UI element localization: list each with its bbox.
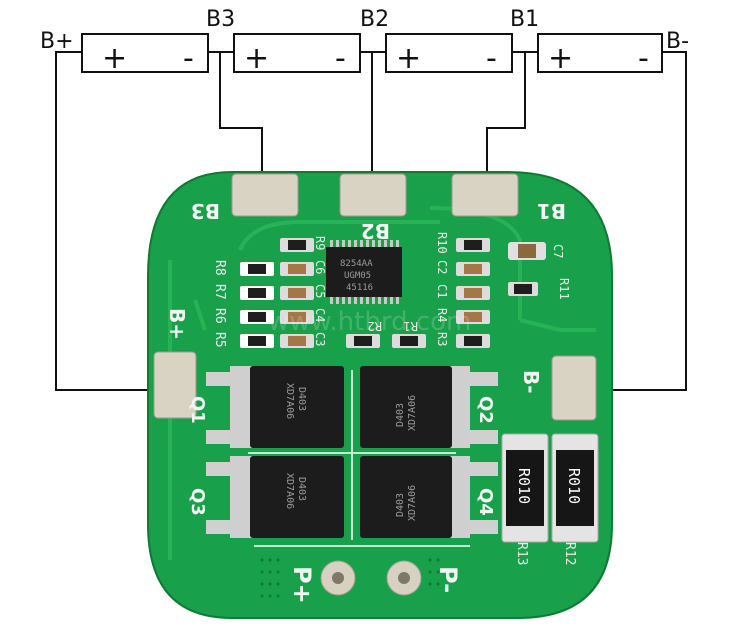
label-b-minus: B- bbox=[666, 29, 689, 54]
silk-r13: R13 bbox=[514, 542, 529, 565]
shunt-r13: R010 bbox=[501, 433, 549, 543]
pad-b2 bbox=[339, 173, 407, 217]
q2-marking-b: XD7A06 bbox=[407, 395, 418, 431]
silk-r2: R2 bbox=[368, 319, 382, 333]
wire-b1 bbox=[486, 52, 526, 182]
silk-q3: Q3 bbox=[187, 488, 208, 516]
cell-minus: - bbox=[638, 41, 649, 76]
pad-b-minus bbox=[551, 355, 597, 421]
silk-r6: R6 bbox=[212, 308, 227, 324]
q3-marking-a: D403 bbox=[296, 477, 307, 501]
q1-marking-a: D403 bbox=[296, 387, 307, 411]
cell-plus: + bbox=[548, 41, 573, 76]
q3-marking-b: XD7A06 bbox=[284, 473, 295, 509]
ic-marking-3: 45116 bbox=[346, 283, 373, 293]
silk-c7: C7 bbox=[551, 244, 565, 258]
ic-marking-2: UGM05 bbox=[344, 271, 371, 281]
cell-4: + - bbox=[537, 33, 663, 76]
q1-marking-b: XD7A06 bbox=[284, 383, 295, 419]
ic-marking-1: 8254AA bbox=[340, 259, 373, 269]
silk-q4: Q4 bbox=[475, 488, 496, 516]
pad-b-plus bbox=[153, 351, 197, 419]
cell-plus: + bbox=[102, 41, 127, 76]
wire-b-plus bbox=[55, 51, 160, 391]
protection-ic: 8254AA UGM05 45116 bbox=[326, 240, 402, 304]
silk-r11: R11 bbox=[557, 278, 571, 300]
silk-b1: B1 bbox=[537, 199, 566, 223]
cell-plus: + bbox=[244, 41, 269, 76]
silk-c6: C6 bbox=[313, 260, 327, 274]
silk-p-minus: P- bbox=[434, 566, 462, 593]
silk-r5: R5 bbox=[212, 332, 227, 348]
smd-array-right bbox=[346, 238, 546, 348]
label-b3: B3 bbox=[206, 7, 235, 32]
pad-b1 bbox=[451, 173, 519, 217]
label-b2: B2 bbox=[360, 7, 389, 32]
cell-1: + - bbox=[81, 33, 209, 76]
silk-b-plus: B+ bbox=[165, 308, 189, 340]
top-pads bbox=[231, 173, 519, 217]
cell-minus: - bbox=[335, 41, 346, 76]
cell-2: + - bbox=[233, 33, 361, 76]
label-b1: B1 bbox=[510, 7, 539, 32]
silk-r8: R8 bbox=[212, 260, 227, 276]
cell-plus: + bbox=[396, 41, 421, 76]
silk-c2: C2 bbox=[435, 260, 449, 274]
silk-c3: C3 bbox=[313, 332, 327, 346]
wire-b-minus bbox=[584, 51, 687, 391]
silk-r4: R4 bbox=[435, 308, 449, 322]
silk-r7: R7 bbox=[212, 284, 227, 300]
cell-minus: - bbox=[183, 41, 194, 76]
silk-q1: Q1 bbox=[187, 396, 208, 424]
q4-marking-b: XD7A06 bbox=[407, 485, 418, 521]
silk-c1: C1 bbox=[435, 284, 449, 298]
r12-value: R010 bbox=[565, 468, 583, 504]
silk-b2: B2 bbox=[361, 219, 390, 243]
shunt-r12: R010 bbox=[551, 433, 599, 543]
silk-b3: B3 bbox=[191, 199, 220, 223]
silk-p-plus: P+ bbox=[288, 566, 316, 604]
silk-r3: R3 bbox=[435, 332, 449, 346]
smd-array-left bbox=[240, 238, 314, 348]
wiring bbox=[55, 51, 687, 391]
output-pads: P+ P- bbox=[288, 560, 462, 604]
silk-r1: R1 bbox=[404, 319, 418, 333]
silk-q2: Q2 bbox=[475, 396, 496, 424]
left-silk-labels: R8 R7 R6 R5 R9 C6 C5 C4 C3 bbox=[212, 236, 327, 348]
silk-c4: C4 bbox=[313, 308, 327, 322]
silk-r12: R12 bbox=[562, 542, 577, 565]
silk-b-minus: B- bbox=[519, 370, 543, 394]
cell-3: + - bbox=[385, 33, 513, 76]
pad-b3 bbox=[231, 173, 299, 217]
q2-marking-a: D403 bbox=[395, 403, 406, 427]
silk-c5: C5 bbox=[313, 284, 327, 298]
label-b-plus: B+ bbox=[40, 29, 74, 54]
watermark: www.htbrd.com bbox=[268, 307, 471, 337]
cell-minus: - bbox=[486, 41, 497, 76]
wire-b3 bbox=[219, 52, 263, 182]
right-silk-labels: R10 C2 C1 R4 R3 R2 R1 C7 R11 bbox=[368, 232, 571, 346]
silk-r9: R9 bbox=[313, 236, 327, 250]
q4-marking-a: D403 bbox=[395, 493, 406, 517]
silk-r10: R10 bbox=[435, 232, 449, 254]
r13-value: R010 bbox=[515, 468, 533, 504]
